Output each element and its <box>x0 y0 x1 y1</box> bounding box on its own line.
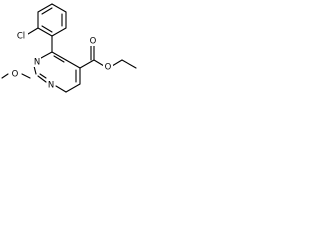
bond-pyr-n1-c6 <box>55 85 67 93</box>
atom-o-ester: O <box>103 62 113 73</box>
bond-ch2-ch3 <box>121 59 137 69</box>
atom-label-n1: N <box>48 81 54 91</box>
bond-layer <box>1 3 137 93</box>
bond-ph-inner-1 <box>41 7 53 15</box>
bond-o-me <box>1 73 9 79</box>
bond-ph-4 <box>51 27 67 37</box>
bond-pyr-n3-c2 <box>33 65 37 75</box>
bond-pyr-c5-c4 <box>65 59 81 69</box>
bond-c2-o <box>21 73 31 79</box>
bond-ccarb-o <box>93 59 105 67</box>
structure-canvas: Cl N N O O O <box>0 0 138 108</box>
bond-ph-5 <box>37 27 53 37</box>
atom-label-o-ester: O <box>105 63 112 73</box>
bond-ph-inner-3 <box>41 25 53 33</box>
bond-pyr-inner-1 <box>53 55 65 63</box>
bond-pyr-c6-c5 <box>65 83 81 93</box>
bond-ph-2 <box>51 3 67 13</box>
molecule-diagram: Cl N N O O O <box>1 3 137 93</box>
atom-cl: Cl <box>15 31 28 42</box>
bond-pyr-inner-3 <box>39 73 47 79</box>
bond-c5-ccarb <box>79 59 95 69</box>
bond-pyr-c4-c4b <box>51 51 67 61</box>
bond-o-ch2 <box>111 59 123 67</box>
bond-pyr-c2-n1 <box>37 75 47 83</box>
bond-ph-1 <box>37 3 53 13</box>
atom-o-carbonyl: O <box>88 36 98 47</box>
bond-c-cl <box>27 27 39 35</box>
atom-label-layer: Cl N N O O O <box>10 31 113 91</box>
bond-pyr-c4-n3 <box>40 51 53 59</box>
atom-label-n3: N <box>34 58 40 68</box>
atom-n-lower: N <box>47 80 55 91</box>
atom-label-cl: Cl <box>17 32 25 42</box>
atom-o-methoxy: O <box>10 69 20 80</box>
atom-label-o-methoxy: O <box>12 70 19 80</box>
atom-label-o-carbonyl: O <box>90 37 97 47</box>
atom-n-upper: N <box>33 57 41 68</box>
